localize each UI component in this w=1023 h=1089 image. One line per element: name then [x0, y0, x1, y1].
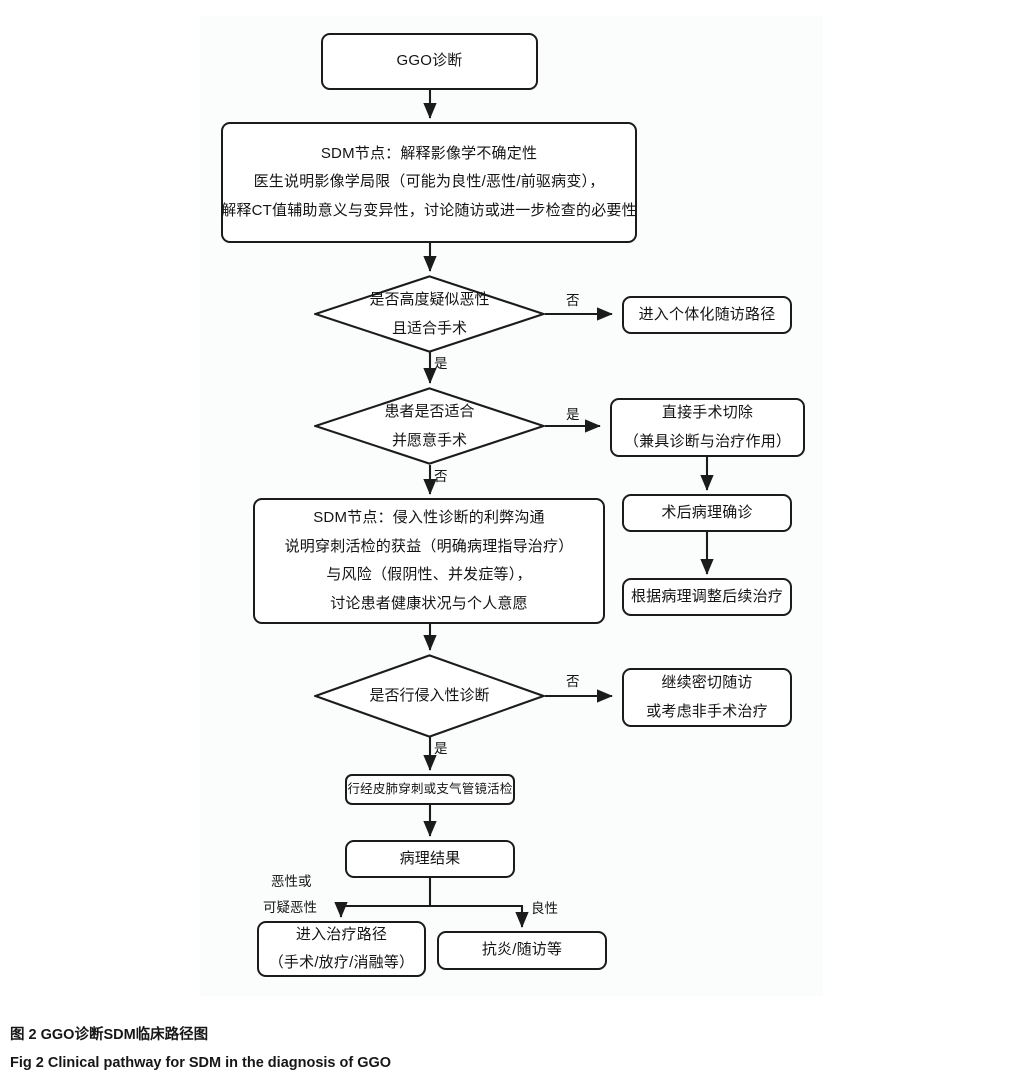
edge-label-malignant-line2: 可疑恶性 — [263, 900, 317, 915]
node-individual-followup-line1: 进入个体化随访路径 — [638, 305, 776, 323]
node-biopsy-line1: 行经皮肺穿刺或支气管镜活检 — [347, 781, 513, 796]
node-sdm1-line2: 医生说明影像学局限（可能为良性/恶性/前驱病变）， — [253, 173, 605, 191]
edge-label-d2-no: 否 — [434, 469, 448, 484]
node-sdm2-line3: 与风险（假阴性、并发症等）， — [326, 566, 532, 583]
edge-label-d3-yes: 是 — [434, 741, 448, 756]
edge-label-d1-yes: 是 — [434, 356, 448, 371]
edge-label-d3-no: 否 — [566, 674, 580, 689]
node-close-followup-line1: 继续密切随访 — [661, 674, 753, 691]
node-treatment-path-line2: （手术/放疗/消融等） — [268, 954, 415, 971]
edge-label-d2-yes: 是 — [566, 407, 580, 422]
flowchart-connectors — [334, 90, 714, 928]
node-post-op-pathology-line1: 术后病理确诊 — [661, 503, 753, 521]
node-adjust-followup-treatment[interactable]: 根据病理调整后续治疗 — [622, 578, 792, 616]
node-enter-treatment-path[interactable]: 进入治疗路径 （手术/放疗/消融等） — [257, 921, 426, 977]
figure-caption: 图 2 GGO诊断SDM临床路径图 Fig 2 Clinical pathway… — [10, 1022, 910, 1077]
node-treatment-path-line1: 进入治疗路径 — [295, 925, 388, 943]
node-anti-inflammatory-line1: 抗炎/随访等 — [481, 941, 563, 959]
node-direct-surgery-line2: （兼具诊断与治疗作用） — [623, 432, 792, 450]
node-pathology-result-line1: 病理结果 — [399, 849, 461, 867]
node-percutaneous-or-bronchoscopic-biopsy[interactable]: 行经皮肺穿刺或支气管镜活检 — [345, 774, 515, 805]
caption-chinese: 图 2 GGO诊断SDM临床路径图 — [10, 1027, 209, 1043]
decision-high-suspicion-malignancy[interactable] — [314, 275, 545, 353]
node-postoperative-pathology[interactable]: 术后病理确诊 — [622, 494, 792, 532]
node-sdm-imaging-uncertainty[interactable]: SDM节点：解释影像学不确定性 医生说明影像学局限（可能为良性/恶性/前驱病变）… — [221, 122, 637, 243]
node-adjust-treatment-line1: 根据病理调整后续治疗 — [630, 587, 783, 605]
node-direct-surgical-resection[interactable]: 直接手术切除 （兼具诊断与治疗作用） — [610, 398, 805, 457]
node-sdm1-line3: 解释CT值辅助意义与变异性，讨论随访或进一步检查的必要性 — [221, 201, 637, 219]
node-sdm2-line2: 说明穿刺活检的获益（明确病理指导治疗） — [284, 537, 574, 555]
edge-label-benign: 良性 — [531, 901, 558, 916]
edge-label-d1-no: 否 — [566, 293, 580, 308]
node-pathology-result[interactable]: 病理结果 — [345, 840, 515, 878]
node-sdm1-line1: SDM节点：解释影像学不确定性 — [320, 144, 538, 162]
node-individualized-followup-path[interactable]: 进入个体化随访路径 — [622, 296, 792, 334]
node-sdm2-line4: 讨论患者健康状况与个人意愿 — [330, 594, 528, 612]
node-ggo-diagnosis[interactable]: GGO诊断 — [321, 33, 538, 90]
caption-english: Fig 2 Clinical pathway for SDM in the di… — [10, 1054, 392, 1071]
node-direct-surgery-line1: 直接手术切除 — [661, 404, 754, 421]
node-sdm2-line1: SDM节点：侵入性诊断的利弊沟通 — [313, 509, 545, 526]
decision-patient-suitable-willing[interactable] — [314, 387, 545, 465]
node-sdm-invasive-diagnosis[interactable]: SDM节点：侵入性诊断的利弊沟通 说明穿刺活检的获益（明确病理指导治疗） 与风险… — [253, 498, 605, 624]
node-continue-close-followup[interactable]: 继续密切随访 或考虑非手术治疗 — [622, 668, 792, 727]
edge-label-malignant-line1: 恶性或 — [271, 874, 312, 889]
node-close-followup-line2: 或考虑非手术治疗 — [646, 702, 768, 720]
decision-perform-invasive-diagnosis[interactable] — [314, 654, 545, 738]
node-anti-inflammatory-followup[interactable]: 抗炎/随访等 — [437, 931, 607, 970]
node-ggo-diagnosis-line1: GGO诊断 — [396, 52, 463, 70]
